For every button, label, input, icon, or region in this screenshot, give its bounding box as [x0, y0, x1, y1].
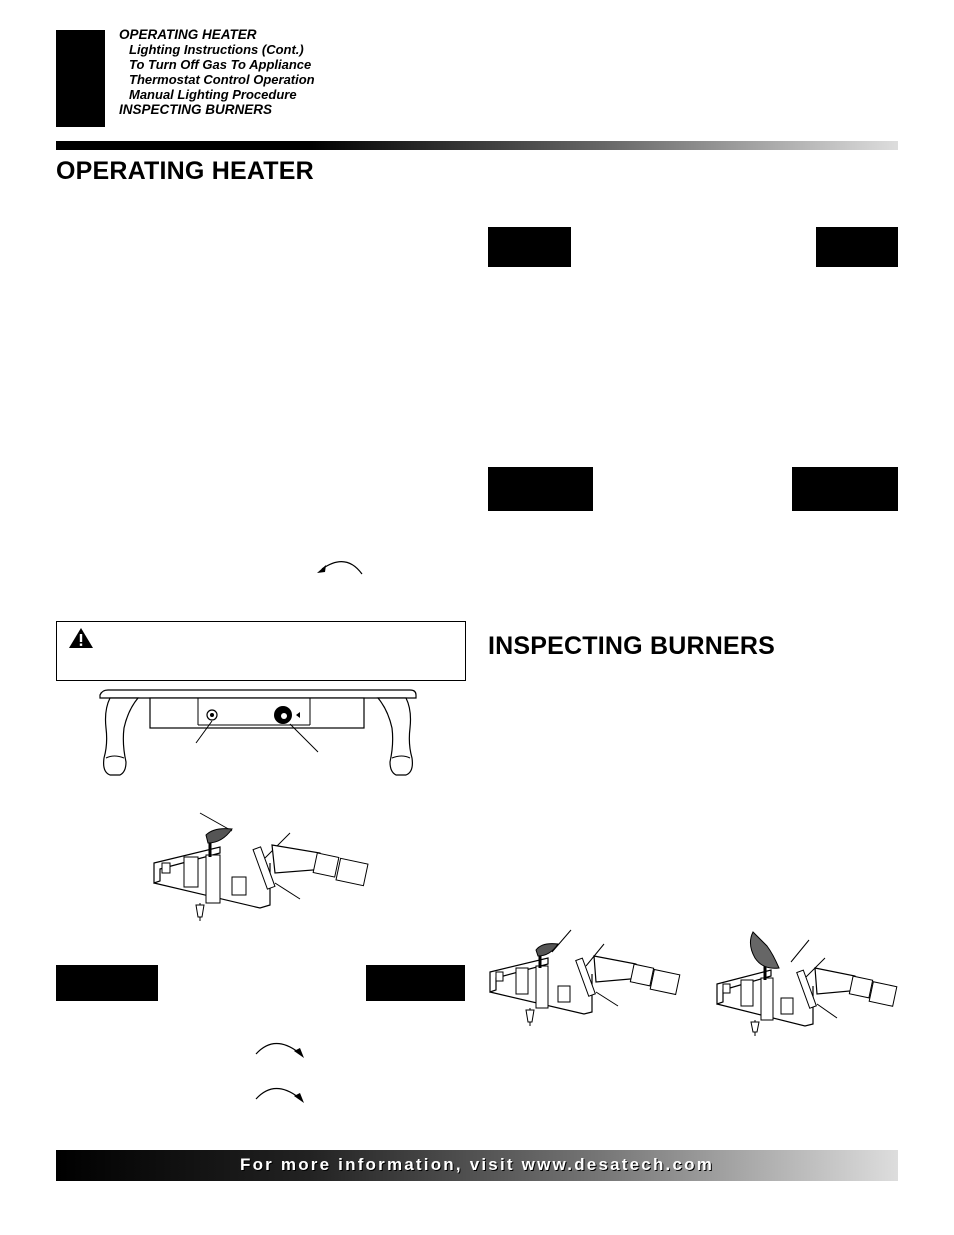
pilot-flame-correct-illustration	[489, 929, 681, 1026]
heater-front-illustration	[99, 689, 417, 776]
rotate-arrow-icon	[317, 561, 363, 575]
warning-icon	[69, 628, 93, 648]
header-rule	[56, 141, 898, 150]
rotate-arrow-icon	[255, 1087, 304, 1103]
toc-item-thermostat: Thermostat Control Operation	[129, 72, 315, 87]
toc-next-section: INSPECTING BURNERS	[119, 102, 273, 117]
toc-item-manual-lighting: Manual Lighting Procedure	[129, 87, 297, 102]
warning-label-right	[366, 965, 465, 1001]
footer-text: For more information, visit www.desatech…	[239, 1155, 715, 1174]
warning-box	[56, 621, 466, 681]
warning-label-left	[56, 965, 158, 1001]
notice-label-left	[488, 227, 571, 267]
pilot-assembly-illustration	[153, 812, 369, 921]
page-title: OPERATING HEATER	[56, 157, 314, 185]
section-contents: OPERATING HEATER Lighting Instructions (…	[119, 27, 315, 117]
toc-item-lighting: Lighting Instructions (Cont.)	[129, 42, 304, 57]
toc-item-turn-off-gas: To Turn Off Gas To Appliance	[129, 57, 312, 72]
section-tab	[56, 30, 105, 127]
footer-bar: For more information, visit www.desatech…	[56, 1150, 898, 1181]
section-heading-inspecting-burners: INSPECTING BURNERS	[488, 632, 775, 660]
notice-label-right	[816, 227, 898, 267]
toc-section-title: OPERATING HEATER	[119, 27, 257, 42]
caution-label-right	[792, 467, 898, 511]
pilot-flame-incorrect-illustration	[716, 931, 898, 1036]
caution-label-left	[488, 467, 593, 511]
rotate-arrow-icon	[255, 1042, 304, 1058]
